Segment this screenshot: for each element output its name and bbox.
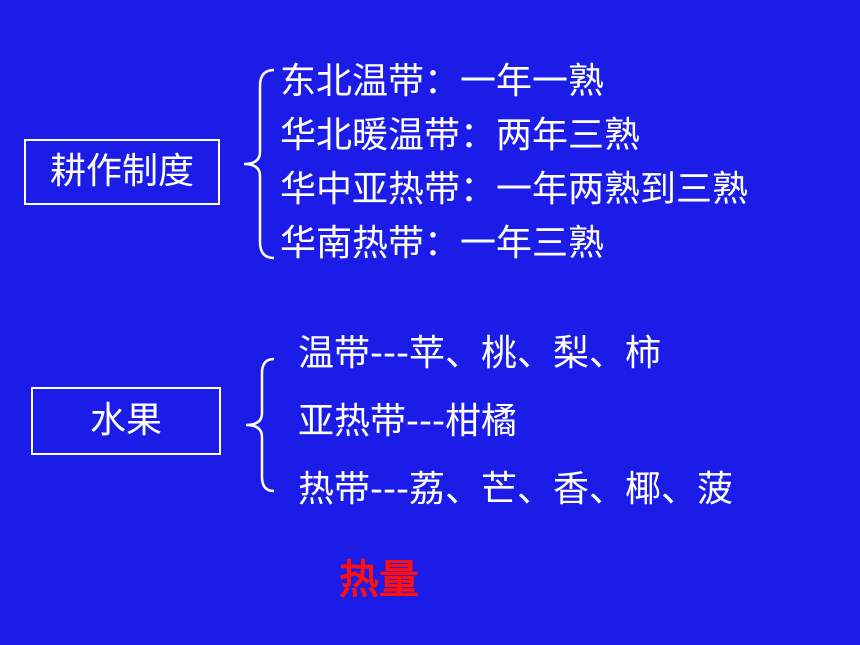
farming-system-label: 耕作制度 <box>49 151 194 192</box>
heat-conclusion: 热量 <box>339 557 419 603</box>
fruit-item: 温带---苹、桃、梨、柿 <box>298 333 661 374</box>
fruit-box: 水果 <box>31 387 221 455</box>
farming-item: 东北温带：一年一熟 <box>280 61 605 102</box>
fruit-item: 热带---荔、芒、香、椰、菠 <box>298 469 733 510</box>
farming-system-box: 耕作制度 <box>24 139 220 205</box>
fruit-label: 水果 <box>89 400 162 441</box>
fruit-brace <box>245 357 275 493</box>
farming-item: 华北暖温带：两年三熟 <box>280 115 641 156</box>
farming-item: 华中亚热带：一年两熟到三熟 <box>280 169 749 210</box>
fruit-item: 亚热带---柑橘 <box>298 401 517 442</box>
farming-brace <box>243 68 275 260</box>
farming-item: 华南热带：一年三熟 <box>280 223 605 264</box>
